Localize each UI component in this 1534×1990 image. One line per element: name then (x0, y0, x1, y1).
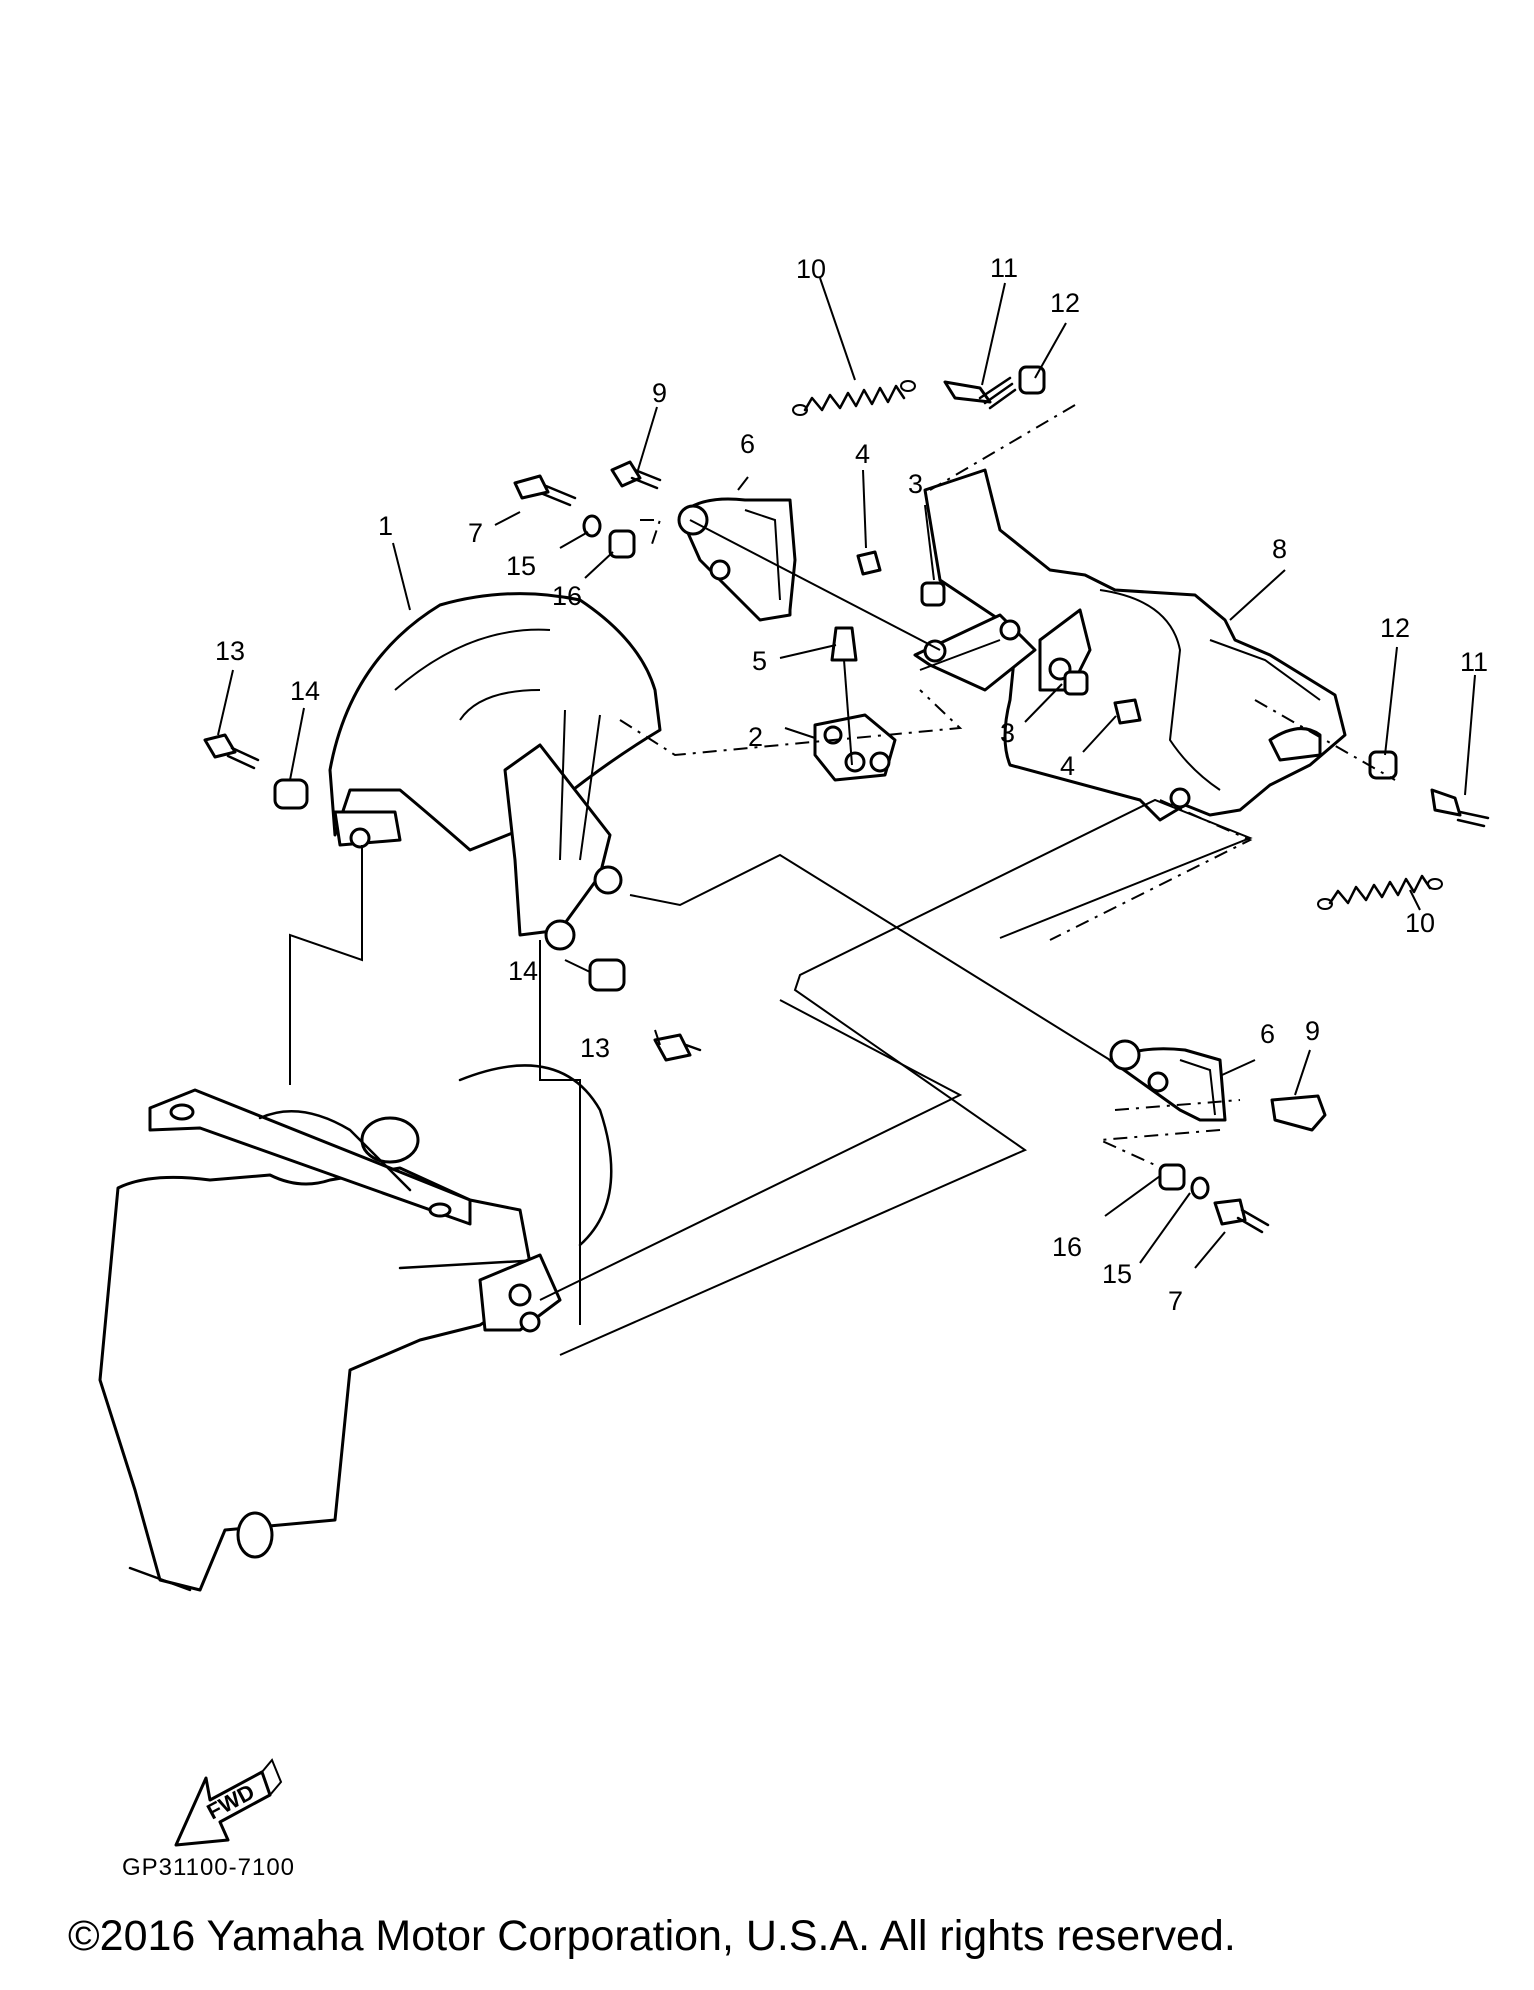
part-7-bolt-upper (513, 474, 577, 507)
callout-15-upper: 15 (506, 551, 536, 581)
diagram-code: GP31100-7100 (122, 1854, 296, 1881)
part-4-bolt-lower (1113, 698, 1142, 725)
part-16-collar-lower (1158, 1163, 1186, 1191)
callout-8: 8 (1272, 534, 1287, 564)
part-2-plate (813, 713, 897, 782)
callout-11-lower: 11 (1460, 647, 1488, 677)
callout-9-lower: 9 (1305, 1016, 1320, 1046)
callout-16-lower: 16 (1052, 1232, 1082, 1262)
callout-13-left: 13 (215, 636, 245, 666)
callout-11-upper: 11 (990, 253, 1018, 283)
callout-7-upper: 7 (468, 518, 483, 548)
part-10-spring-upper (792, 380, 916, 416)
leader-lines (217, 277, 1476, 1269)
part-14-collar-lower (588, 958, 626, 992)
part-12-collar-upper (1018, 365, 1046, 395)
part-16-collar-upper (608, 529, 636, 559)
part-13-bolt-left (203, 733, 260, 770)
callout-10-lower: 10 (1405, 908, 1435, 938)
part-14-collar-left (273, 778, 309, 810)
callout-4-lower: 4 (1060, 751, 1075, 781)
callout-14-lower: 14 (508, 956, 538, 986)
part-10-spring-lower (1317, 874, 1443, 910)
part-15-washer-upper (582, 514, 602, 538)
fwd-arrow-icon: FWD (174, 1758, 283, 1847)
part-8-frame (913, 468, 1347, 822)
part-9-bolt-upper (610, 460, 662, 490)
callout-7-lower: 7 (1168, 1286, 1183, 1316)
part-11-stud-lower (1430, 788, 1490, 828)
callout-6-lower: 6 (1260, 1019, 1275, 1049)
part-15-washer-lower (1190, 1176, 1210, 1200)
part-7-bolt-lower (1213, 1198, 1270, 1234)
callout-13-lower: 13 (580, 1033, 610, 1063)
copyright-notice: ©2016 Yamaha Motor Corporation, U.S.A. A… (68, 1912, 1236, 1960)
part-6-bracket-lower (1108, 1039, 1227, 1122)
callout-3-upper: 3 (908, 469, 923, 499)
part-9-bolt-lower (1270, 1094, 1327, 1132)
callout-10-upper: 10 (796, 254, 826, 284)
part-3-collar-lower (1063, 670, 1089, 696)
callout-2: 2 (748, 722, 763, 752)
part-3-collar-upper (920, 581, 946, 607)
callout-12-upper: 12 (1050, 288, 1080, 318)
part-13-bolt-lower (653, 1033, 702, 1062)
callout-9-upper: 9 (652, 378, 667, 408)
callout-4-upper: 4 (855, 439, 870, 469)
callout-15-lower: 15 (1102, 1259, 1132, 1289)
callout-16-upper: 16 (552, 581, 582, 611)
part-6-bracket-upper (677, 497, 797, 622)
engine-housing-illustration (98, 1064, 613, 1592)
callout-14-left: 14 (290, 676, 320, 706)
callout-1: 1 (378, 511, 393, 541)
callout-6-upper: 6 (740, 429, 755, 459)
part-4-bolt-upper (856, 550, 882, 576)
callout-12-lower: 12 (1380, 613, 1410, 643)
part-11-stud-upper (943, 376, 1017, 410)
part-5-grease-nipple (830, 626, 858, 766)
callout-3-lower: 3 (1000, 718, 1015, 748)
assembly-lines (289, 404, 1396, 1356)
callout-numbers: 1 2 3 3 4 4 5 6 6 7 7 8 9 9 10 10 11 11 … (215, 253, 1488, 1316)
part-1-bracket-cover (328, 592, 662, 951)
callout-5: 5 (752, 646, 767, 676)
